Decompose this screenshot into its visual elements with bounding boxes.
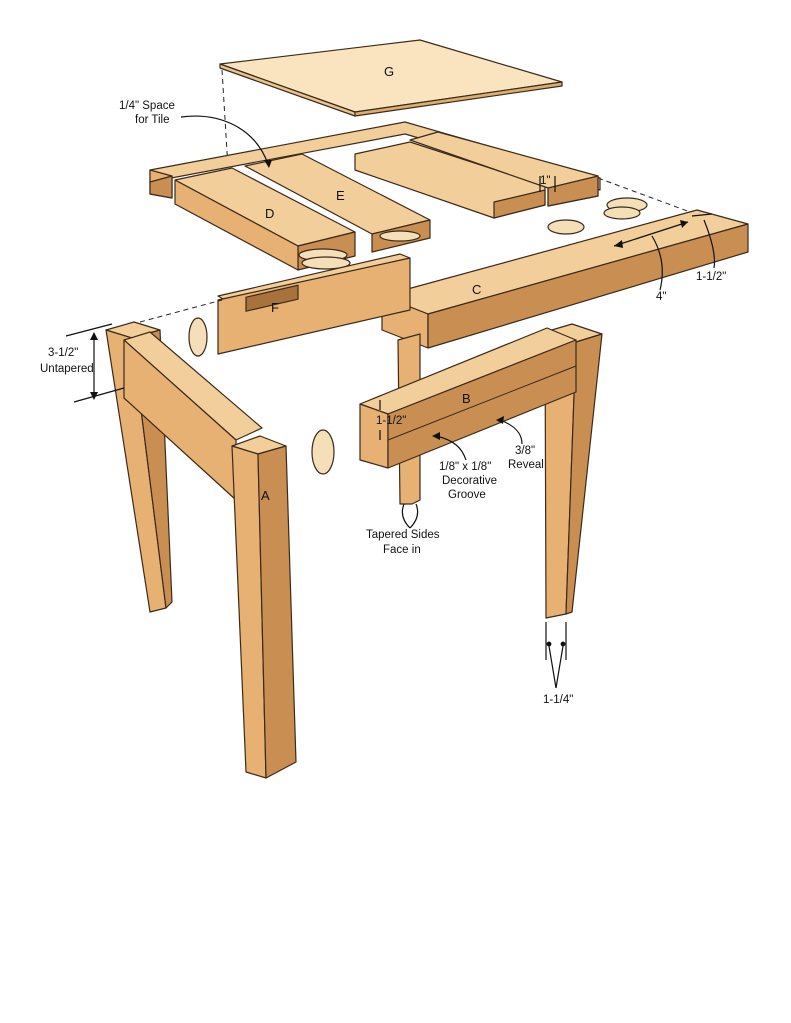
part-label-e: E [336, 188, 345, 203]
callout-untapered-line2: Untapered [40, 363, 94, 375]
callout-4in: 4" [613, 220, 689, 303]
callout-1-5-top-label: 1-1/2" [696, 271, 726, 283]
part-label-a: A [261, 488, 270, 503]
callout-1-5-apron: 1-1/2" [376, 400, 406, 440]
frame-guide-line [597, 177, 691, 213]
apron-b: B [359, 327, 577, 469]
callout-leg-bottom: 1-1/4" [543, 622, 573, 706]
part-label-g: G [384, 64, 394, 79]
callout-untapered-line1: 3-1/2" [48, 347, 78, 359]
callout-groove-line2: Decorative [442, 475, 497, 487]
leg-right [544, 323, 603, 619]
callout-leg-bottom-label: 1-1/4" [543, 694, 573, 706]
callout-4in-label: 4" [656, 291, 666, 303]
callout-reveal: 3/8" Reveal [496, 416, 544, 471]
callout-tile-space-line1: 1/4" Space [119, 100, 175, 112]
callout-groove-line3: Groove [448, 489, 486, 501]
callout-1in-label: 1" [540, 175, 550, 187]
part-label-c: C [472, 282, 481, 297]
callout-tapered: Tapered Sides Face in [366, 503, 440, 556]
tile-guide-line [221, 69, 229, 169]
callout-1in: 1" [539, 175, 556, 192]
top-frame: D E [149, 121, 601, 271]
callout-groove: 1/8" x 1/8" Decorative Groove [432, 432, 497, 501]
biscuits [188, 197, 648, 475]
callout-reveal-line1: 3/8" [515, 445, 535, 457]
callout-1-5-top: 1-1/2" [691, 213, 726, 283]
part-label-b: B [462, 391, 471, 406]
leg-a-assembly: A [105, 321, 297, 779]
callout-untapered: 3-1/2" Untapered [40, 299, 223, 403]
callout-tapered-line1: Tapered Sides [366, 529, 440, 541]
callout-1-5-apron-label: 1-1/2" [376, 415, 406, 427]
callout-tapered-line2: Face in [383, 544, 421, 556]
callout-tile-space: 1/4" Space for Tile [119, 100, 272, 168]
callout-reveal-line2: Reveal [508, 459, 544, 471]
apron-f: F [217, 253, 411, 355]
part-label-f: F [271, 300, 279, 315]
tile-panel-g: G [219, 39, 563, 117]
part-label-d: D [265, 206, 274, 221]
callout-groove-line1: 1/8" x 1/8" [439, 461, 491, 473]
callout-tile-space-line2: for Tile [135, 114, 170, 126]
